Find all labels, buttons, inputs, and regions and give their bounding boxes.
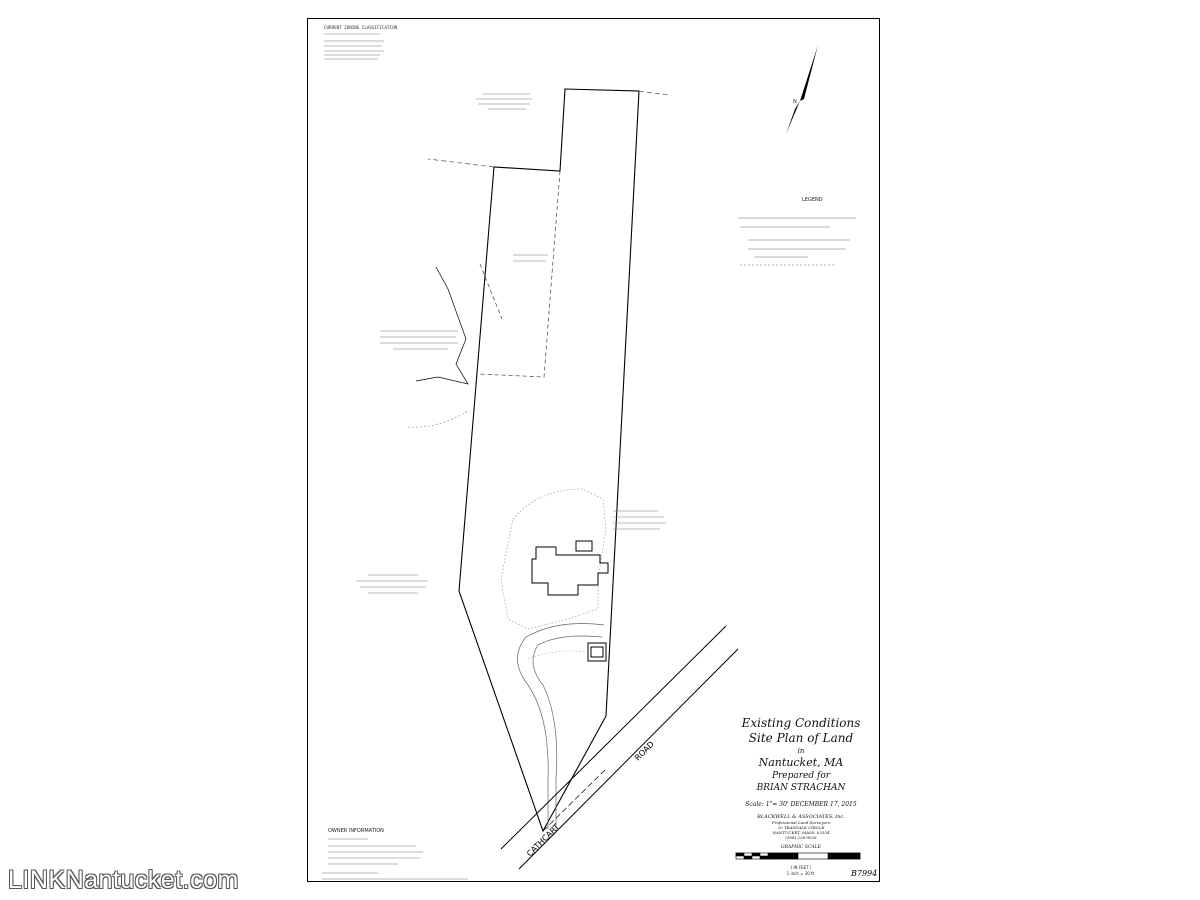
abutter-lines	[427, 90, 669, 168]
surveyor-line-1: Professional Land Surveyors	[771, 820, 830, 825]
existing-dwelling	[531, 540, 609, 596]
north-arrow-icon: N	[786, 45, 818, 134]
zoning-heading: CURRENT ZONING CLASSIFICATION	[324, 25, 398, 30]
client-name: BRIAN STRACHAN	[756, 783, 847, 793]
title-block: Existing Conditions Site Plan of Land in…	[741, 716, 861, 850]
plan-number: B7994	[850, 869, 877, 878]
garage-structure	[587, 642, 607, 662]
graphic-scale-bar	[735, 852, 861, 860]
lot-boundary	[458, 88, 640, 833]
road-label: CATHCART	[525, 822, 561, 858]
site-plan-drawing: CURRENT ZONING CLASSIFICATION N	[322, 25, 877, 880]
watermark: LINKNantucket.com	[8, 866, 239, 894]
location: Nantucket, MA	[758, 756, 844, 769]
surveyor-line-2: 20 TEASDALE CIRCLE	[777, 825, 825, 830]
title-line2: Site Plan of Land	[749, 731, 854, 745]
title-in: in	[798, 747, 805, 755]
driveway	[517, 623, 605, 831]
abutter-notes	[356, 93, 666, 594]
interior-easement	[477, 170, 561, 378]
surveyor-name: BLACKWELL & ASSOCIATES, Inc.	[756, 814, 845, 820]
scale-and-date: Scale: 1"= 30' DECEMBER 17, 2015	[745, 801, 857, 808]
graphic-scale-label: GRAPHIC SCALE	[781, 844, 822, 850]
graphic-scale-sub: 1 inch = 30 ft.	[787, 871, 816, 876]
wetland-flags	[415, 266, 469, 385]
title-line1: Existing Conditions	[741, 716, 861, 730]
graphic-scale-unit: ( IN FEET )	[791, 865, 812, 870]
site-plan-sheet: CURRENT ZONING CLASSIFICATION N	[307, 18, 880, 882]
owner-info-heading: OWNER INFORMATION	[328, 828, 384, 834]
surveyor-line-4: (508) 228-9026	[785, 835, 817, 840]
prepared-for: Prepared for	[771, 771, 831, 781]
legend: LEGEND	[738, 197, 856, 266]
owner-information: OWNER INFORMATION	[322, 828, 468, 880]
surveyor-line-3: NANTUCKET, MASS. 02554	[771, 830, 829, 835]
north-symbol: N	[793, 99, 797, 105]
legend-heading: LEGEND	[802, 197, 823, 203]
zoning-block: CURRENT ZONING CLASSIFICATION	[324, 25, 398, 60]
cathcart-road	[500, 625, 739, 870]
clearing-edge	[500, 488, 607, 630]
